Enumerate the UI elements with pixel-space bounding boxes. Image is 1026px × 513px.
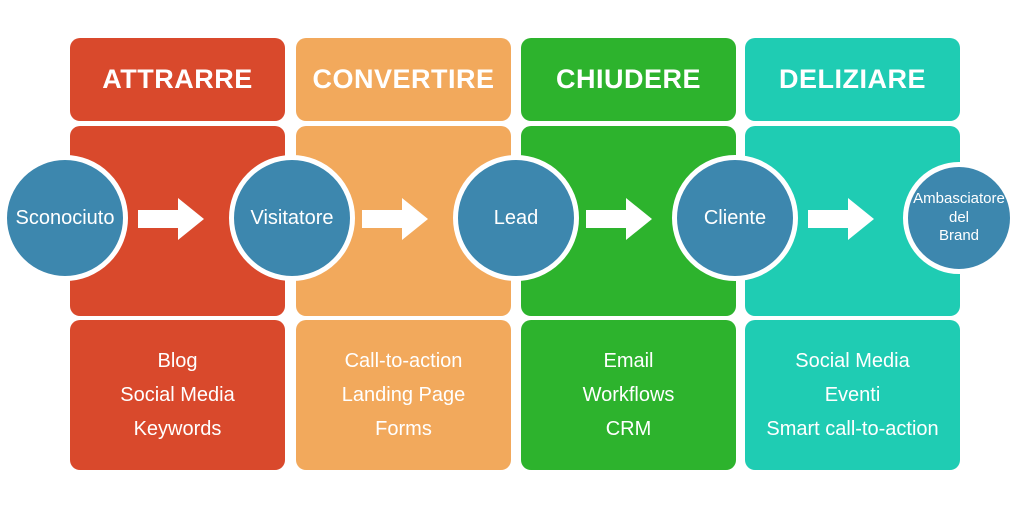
persona-circle-visitatore: Visitatore: [229, 155, 355, 281]
persona-label: Ambasciatore del Brand: [913, 189, 1005, 245]
persona-circle-ambasciatore-del-brand: Ambasciatore del Brand: [903, 162, 1015, 274]
stage-deliziare-items: Social Media Eventi Smart call-to-action: [745, 320, 960, 470]
persona-label: Cliente: [703, 206, 767, 229]
persona-label: Visitatore: [250, 206, 334, 229]
persona-label: Lead: [493, 206, 539, 229]
flow-arrow-icon: [138, 198, 204, 240]
persona-circle-lead: Lead: [453, 155, 579, 281]
stage-item: Social Media: [120, 383, 235, 406]
stage-item: Blog: [157, 349, 198, 372]
stage-item: Eventi: [824, 383, 881, 406]
stage-attrarre-items: Blog Social Media Keywords: [70, 320, 285, 470]
persona-circle-cliente: Cliente: [672, 155, 798, 281]
stage-item: CRM: [605, 417, 652, 440]
stage-attrarre-title: ATTRARRE: [70, 38, 285, 121]
stage-chiudere: CHIUDERE Email Workflows CRM: [521, 38, 736, 470]
stage-item: Workflows: [582, 383, 675, 406]
flow-arrow-icon: [586, 198, 652, 240]
stage-deliziare-title: DELIZIARE: [745, 38, 960, 121]
stage-item: Smart call-to-action: [766, 417, 939, 440]
stage-chiudere-items: Email Workflows CRM: [521, 320, 736, 470]
stage-item: Email: [603, 349, 654, 372]
persona-label: Sconociuto: [15, 206, 115, 229]
stage-item: Landing Page: [341, 383, 466, 406]
persona-circle-sconociuto: Sconociuto: [2, 155, 128, 281]
flow-arrow-icon: [808, 198, 874, 240]
stage-item: Forms: [375, 417, 432, 440]
stage-item: Social Media: [795, 349, 910, 372]
stage-convertire-items: Call-to-action Landing Page Forms: [296, 320, 511, 470]
stage-chiudere-title: CHIUDERE: [521, 38, 736, 121]
flow-arrow-icon: [362, 198, 428, 240]
stage-convertire-title: CONVERTIRE: [296, 38, 511, 121]
stage-item: Keywords: [133, 417, 222, 440]
stage-item: Call-to-action: [344, 349, 463, 372]
